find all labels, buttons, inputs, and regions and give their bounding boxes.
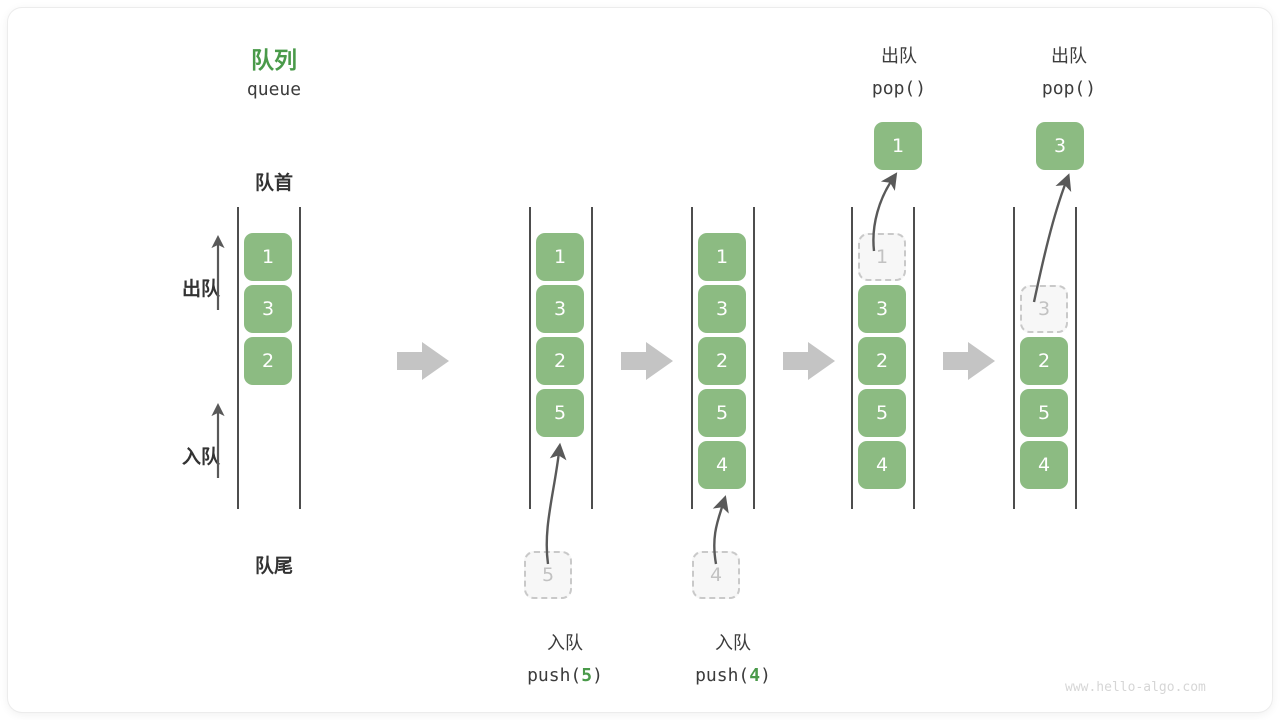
enqueue-direction-label: 入队 [181, 446, 220, 468]
queue-item: 1 [536, 233, 584, 281]
push-5-code-value: 5 [581, 665, 593, 686]
push-4-caption-cn: 入队 [715, 633, 751, 654]
queue-rail-right-3 [753, 207, 755, 509]
push-4-code-prefix: push( [695, 665, 750, 686]
watermark: www.hello-algo.com [1065, 680, 1206, 695]
push-5-motion-arrow-icon [545, 442, 567, 565]
queue-rail-right-2 [591, 207, 593, 509]
push-5-caption-cn: 入队 [547, 633, 583, 654]
push-4-caption-code: push(4) [658, 665, 808, 686]
incoming-element-ghost: 4 [692, 551, 740, 599]
queue-item: 3 [698, 285, 746, 333]
popped-slot-ghost: 1 [858, 233, 906, 281]
diagram-card: 队列 queue 队首 队尾 出队 入队 出队 pop() 出队 pop() 入… [8, 8, 1272, 712]
transition-arrow-1-icon [397, 342, 449, 380]
queue-rail-left-4 [851, 207, 853, 509]
pop-1-caption-code: pop() [871, 78, 927, 99]
transition-arrow-4-icon [943, 342, 995, 380]
queue-rail-left-2 [529, 207, 531, 509]
push-5-code-prefix: push( [527, 665, 582, 686]
queue-rail-left-1 [237, 207, 239, 509]
queue-item: 2 [244, 337, 292, 385]
queue-item: 2 [858, 337, 906, 385]
queue-rail-left-5 [1013, 207, 1015, 509]
transition-arrow-3-icon [783, 342, 835, 380]
queue-item: 2 [1020, 337, 1068, 385]
arrows-overlay [211, 172, 1072, 565]
queue-item: 4 [698, 441, 746, 489]
transition-arrow-2-icon [621, 342, 673, 380]
queue-item: 3 [858, 285, 906, 333]
queue-item: 1 [244, 233, 292, 281]
queue-item: 5 [698, 389, 746, 437]
queue-item: 4 [1020, 441, 1068, 489]
incoming-element-ghost: 5 [524, 551, 572, 599]
queue-rail-right-4 [913, 207, 915, 509]
figure-title-en: queue [246, 79, 302, 100]
pop-3-motion-arrow-icon [1032, 173, 1072, 303]
queue-rail-right-1 [299, 207, 301, 509]
queue-item: 5 [536, 389, 584, 437]
queue-item: 3 [536, 285, 584, 333]
push-5-caption-code: push(5) [490, 665, 640, 686]
queue-rail-left-3 [691, 207, 693, 509]
queue-item: 4 [858, 441, 906, 489]
figure-title-cn: 队列 [251, 48, 297, 74]
queue-item: 1 [698, 233, 746, 281]
queue-item: 5 [858, 389, 906, 437]
diagram-stage: 队列 queue 队首 队尾 出队 入队 出队 pop() 出队 pop() 入… [8, 8, 1272, 712]
push-5-code-suffix: ) [592, 665, 603, 686]
queue-item: 2 [698, 337, 746, 385]
pop-2-caption-cn: 出队 [1051, 46, 1087, 67]
push-4-code-suffix: ) [760, 665, 771, 686]
dequeue-direction-label: 出队 [181, 278, 220, 300]
popped-element: 1 [874, 122, 922, 170]
pop-2-caption-code: pop() [1041, 78, 1097, 99]
push-4-code-value: 4 [749, 665, 761, 686]
queue-item: 3 [244, 285, 292, 333]
queue-item: 2 [536, 337, 584, 385]
queue-item: 5 [1020, 389, 1068, 437]
pop-1-caption-cn: 出队 [881, 46, 917, 67]
queue-rail-right-5 [1075, 207, 1077, 509]
front-label: 队首 [254, 172, 293, 194]
rear-label: 队尾 [254, 555, 293, 577]
popped-element: 3 [1036, 122, 1084, 170]
popped-slot-ghost: 3 [1020, 285, 1068, 333]
